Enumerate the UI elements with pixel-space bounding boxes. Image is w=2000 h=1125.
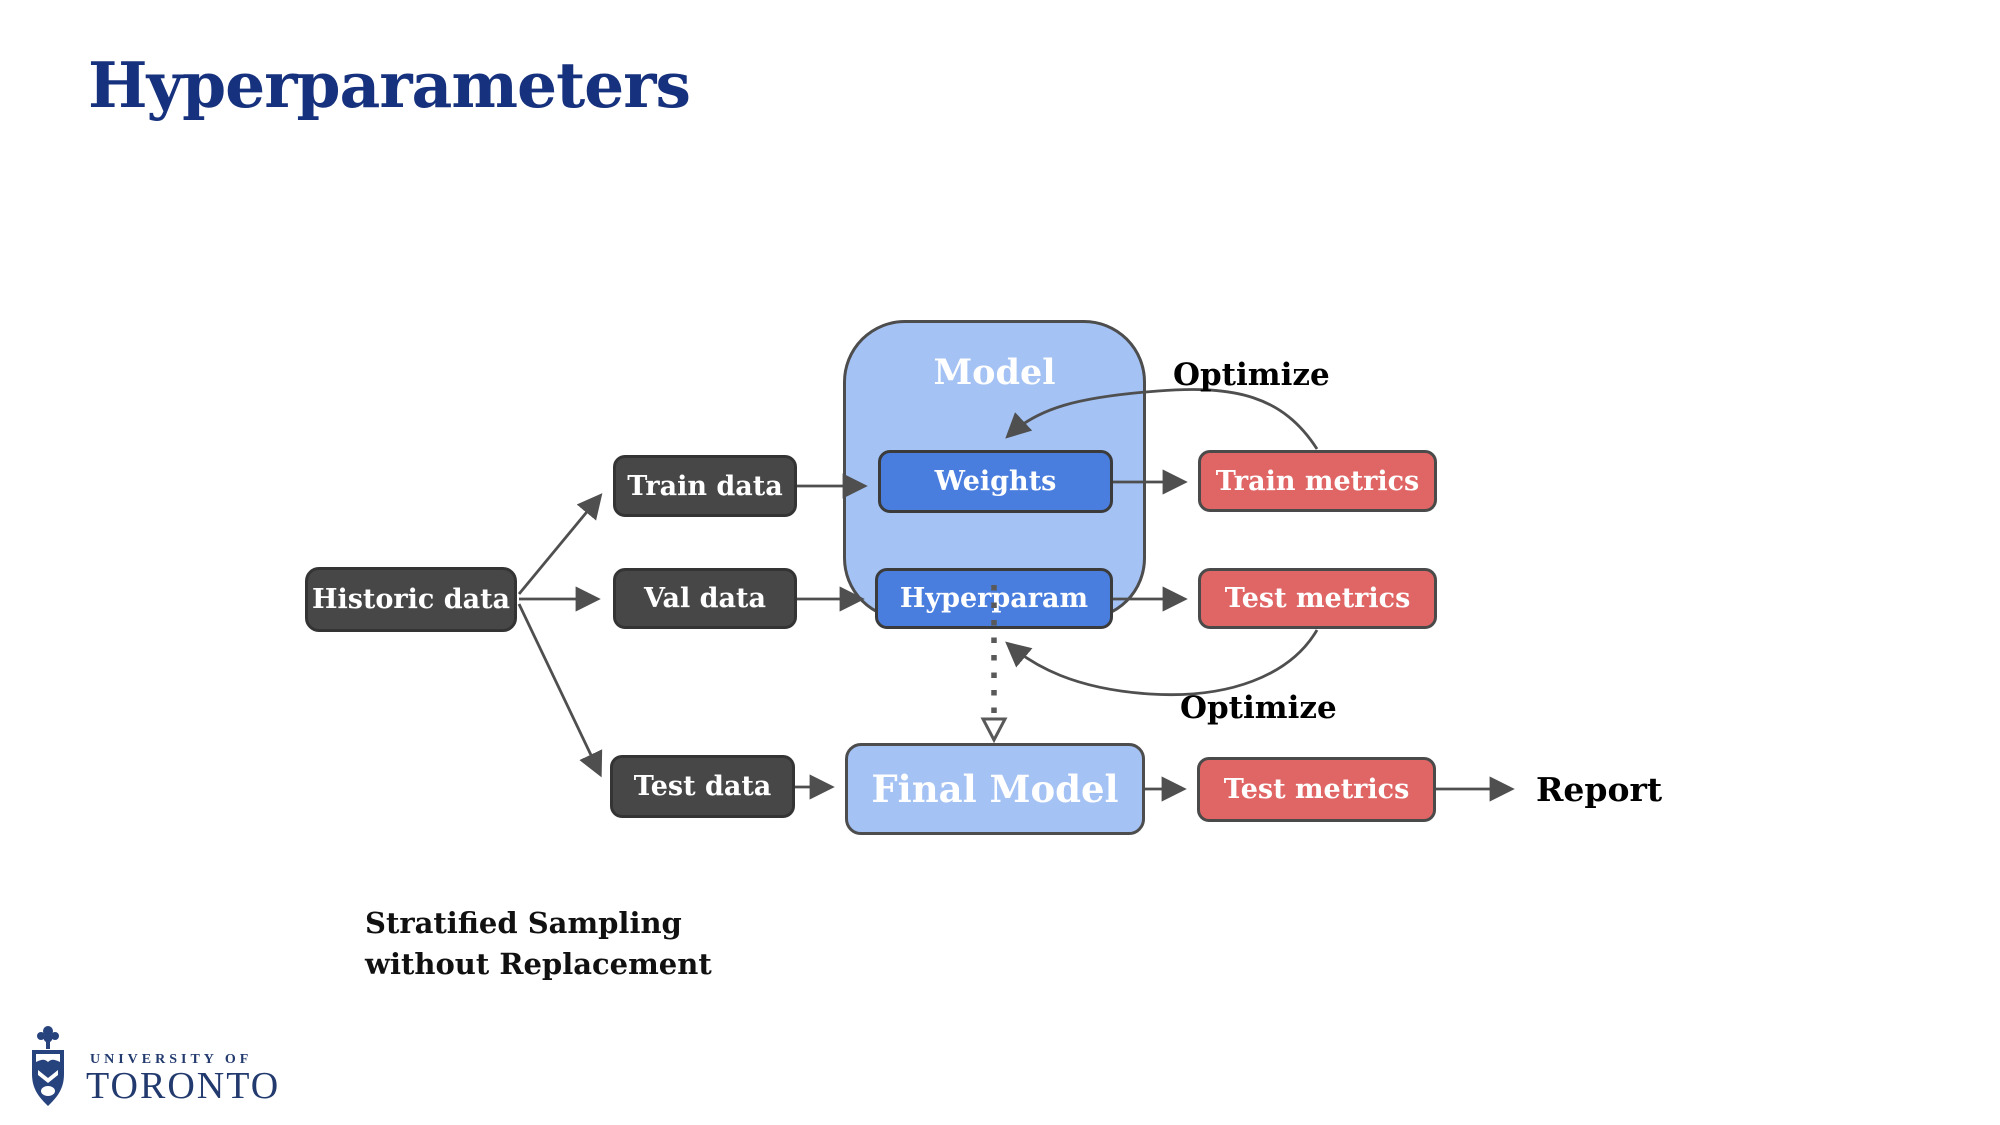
node-val-data: Val data bbox=[613, 568, 797, 629]
optimize-top-label: Optimize bbox=[1173, 357, 1330, 393]
node-weights: Weights bbox=[878, 450, 1113, 513]
arrow-optimize-hyperparam-loop bbox=[1005, 629, 1319, 697]
node-train-data: Train data bbox=[613, 455, 797, 517]
node-final-model-label: Final Model bbox=[871, 767, 1119, 811]
node-val-data-label: Val data bbox=[644, 583, 766, 614]
node-test-metrics-val: Test metrics bbox=[1198, 568, 1437, 629]
node-hyperparam-label: Hyperparam bbox=[899, 583, 1089, 614]
node-hyperparam: Hyperparam bbox=[875, 568, 1113, 629]
node-historic-data: Historic data bbox=[305, 567, 517, 632]
arrow-historic-to-test bbox=[517, 603, 603, 778]
open-arrowhead-icon bbox=[980, 717, 1008, 744]
node-test-metrics-final-label: Test metrics bbox=[1223, 774, 1410, 805]
uoft-logo: UNIVERSITY OF TORONTO bbox=[28, 1024, 288, 1114]
logo-toronto-text: TORONTO bbox=[86, 1065, 281, 1107]
node-historic-data-label: Historic data bbox=[311, 584, 511, 615]
annotation-line-1: Stratified Sampling bbox=[365, 906, 682, 940]
node-test-metrics-val-label: Test metrics bbox=[1224, 583, 1411, 614]
node-train-metrics-label: Train metrics bbox=[1215, 465, 1420, 497]
node-train-data-label: Train data bbox=[627, 470, 783, 502]
logo-university-of-text: UNIVERSITY OF bbox=[90, 1052, 253, 1067]
node-test-metrics-final: Test metrics bbox=[1197, 757, 1436, 822]
node-train-metrics: Train metrics bbox=[1198, 450, 1437, 512]
node-test-data: Test data bbox=[610, 755, 795, 818]
annotation-line-2: without Replacement bbox=[365, 947, 712, 981]
arrow-historic-to-train bbox=[517, 493, 603, 595]
model-group-label: Model bbox=[933, 352, 1056, 393]
node-final-model: Final Model bbox=[845, 743, 1145, 835]
annotation-stratified-sampling: Stratified Sampling without Replacement bbox=[365, 903, 712, 985]
page-title: Hyperparameters bbox=[88, 48, 691, 122]
report-label: Report bbox=[1536, 770, 1663, 809]
uoft-crest-icon bbox=[32, 1026, 64, 1106]
node-test-data-label: Test data bbox=[633, 771, 772, 802]
optimize-bottom-label: Optimize bbox=[1180, 690, 1337, 726]
node-weights-label: Weights bbox=[934, 466, 1057, 497]
